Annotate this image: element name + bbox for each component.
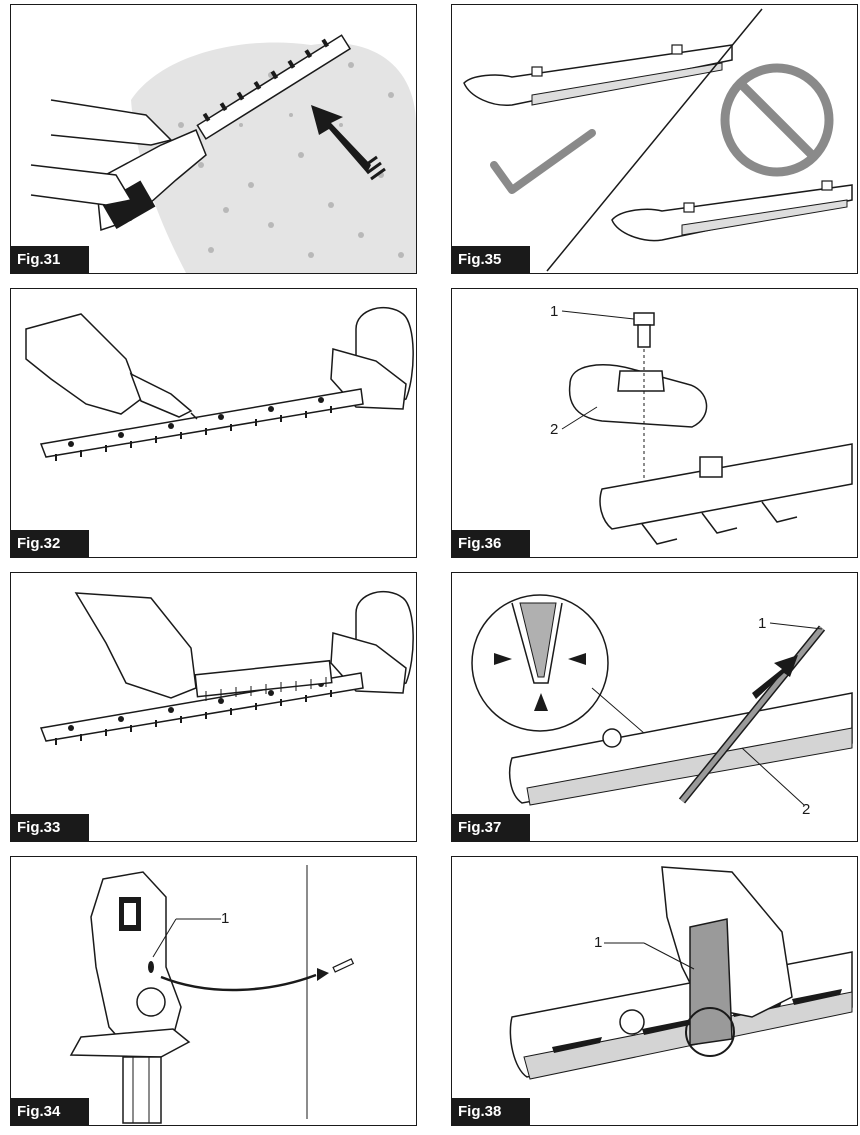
figure-panel-35: Fig.35 bbox=[451, 4, 858, 274]
deburring-blade-illustration bbox=[509, 866, 853, 1080]
callout-1: 1 bbox=[758, 615, 767, 632]
figure-panel-37: 1 2 Fig.37 bbox=[451, 572, 858, 842]
figure-panel-38: 1 Fig.38 bbox=[451, 856, 858, 1126]
figure-panel-34: 1 Fig.34 bbox=[10, 856, 417, 1126]
figure-label: Fig.35 bbox=[452, 246, 530, 273]
callout-1: 1 bbox=[550, 303, 559, 320]
oiling-blade-illustration bbox=[25, 306, 414, 461]
figure-label: Fig.34 bbox=[11, 1098, 89, 1125]
callout-2: 2 bbox=[550, 421, 559, 438]
blade-guard-assembly-illustration bbox=[561, 310, 853, 545]
blade-sharpening-illustration bbox=[471, 594, 853, 806]
callout-2: 2 bbox=[802, 801, 811, 818]
figure-panel-36: 1 2 Fig.36 bbox=[451, 288, 858, 558]
figure-panel-33: Fig.33 bbox=[10, 572, 417, 842]
brushing-blade-illustration bbox=[39, 590, 414, 745]
blade-cover-orientation-illustration bbox=[463, 8, 853, 272]
figure-panel-32: Fig.32 bbox=[10, 288, 417, 558]
figure-panel-31: Fig.31 bbox=[10, 4, 417, 274]
figure-label: Fig.37 bbox=[452, 814, 530, 841]
figure-label: Fig.31 bbox=[11, 246, 89, 273]
figure-label: Fig.36 bbox=[452, 530, 530, 557]
figure-label: Fig.38 bbox=[452, 1098, 530, 1125]
callout-1: 1 bbox=[221, 910, 230, 927]
callout-1: 1 bbox=[594, 934, 603, 951]
figure-label: Fig.32 bbox=[11, 530, 89, 557]
figure-label: Fig.33 bbox=[11, 814, 89, 841]
hanging-hole-illustration bbox=[69, 865, 355, 1124]
hedge-trimming-illustration bbox=[30, 34, 416, 273]
